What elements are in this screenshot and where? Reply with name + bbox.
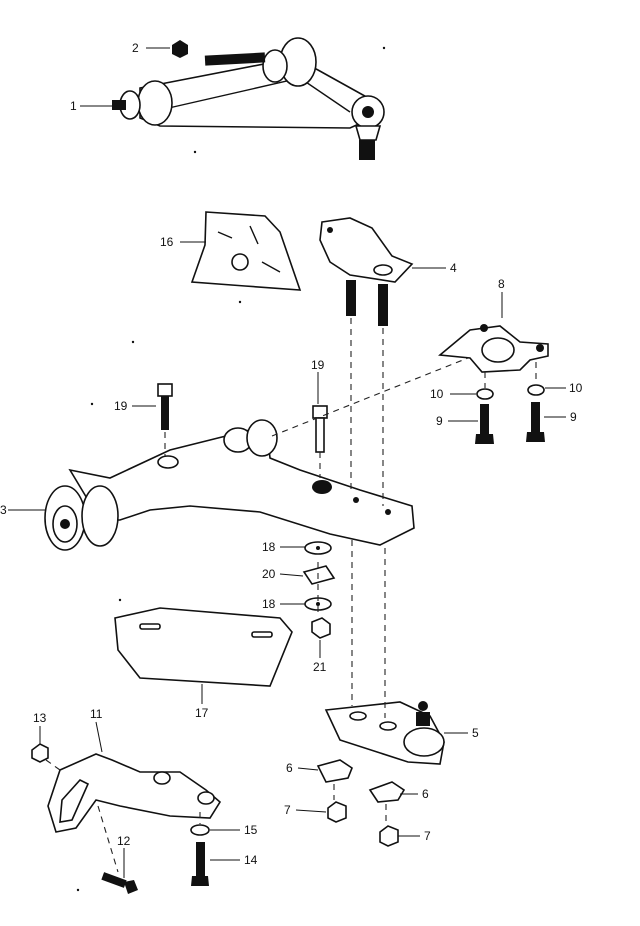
clamp-8 (438, 324, 549, 373)
callout-13: 13 (33, 711, 47, 725)
callout-7-left: 7 (284, 803, 291, 817)
bracket-4 (319, 217, 414, 326)
print-specks (76, 46, 386, 892)
mount-bracket-11 (47, 753, 222, 833)
callout-10-left: 10 (430, 387, 444, 401)
callout-5: 5 (472, 726, 479, 740)
bolt-12 (101, 872, 138, 894)
callout-9-left: 9 (436, 414, 443, 428)
callout-19-left: 19 (114, 399, 128, 413)
nut-21 (311, 617, 331, 639)
callout-2: 2 (132, 41, 139, 55)
bolt-9-left (475, 404, 494, 444)
spacer-6-right (368, 781, 406, 803)
bolt-19-right (312, 405, 328, 453)
nut-13 (31, 743, 49, 763)
callout-1: 1 (70, 99, 77, 113)
callout-17: 17 (195, 706, 209, 720)
nut-7-right (379, 825, 399, 847)
callout-6-right: 6 (422, 787, 429, 801)
callout-21: 21 (313, 660, 327, 674)
nut-7-left (327, 801, 347, 823)
callout-9-right: 9 (570, 410, 577, 424)
ball-joint-5 (324, 701, 445, 765)
leader-lines (8, 47, 566, 878)
bolt-9-right (526, 402, 545, 442)
nut-2 (172, 40, 188, 58)
upper-wishbone (112, 37, 385, 160)
callout-8: 8 (498, 277, 505, 291)
washer-18-top (304, 541, 332, 555)
washer-15 (190, 824, 210, 836)
callout-7-right: 7 (424, 829, 431, 843)
callout-4: 4 (450, 261, 457, 275)
callout-labels: 1 2 3 4 5 6 6 7 7 8 9 9 10 10 11 12 13 1… (0, 41, 583, 867)
callout-16: 16 (160, 235, 174, 249)
bolt-19-left (157, 383, 173, 430)
callout-3: 3 (0, 503, 7, 517)
callout-6-left: 6 (286, 761, 293, 775)
callout-14: 14 (244, 853, 258, 867)
callout-11: 11 (90, 707, 103, 721)
bolt-14 (191, 842, 209, 886)
shield-17 (114, 607, 293, 687)
assembly-lines (45, 318, 537, 873)
callout-12: 12 (117, 834, 131, 848)
plate-16 (190, 211, 302, 291)
callout-19-right: 19 (311, 358, 325, 372)
callout-18-top: 18 (262, 540, 276, 554)
washer-10-left (476, 388, 494, 400)
callout-20: 20 (262, 567, 276, 581)
callout-10-right: 10 (569, 381, 583, 395)
spacer-6-left (316, 759, 353, 783)
lower-wishbone (44, 419, 415, 551)
callout-15: 15 (244, 823, 258, 837)
callout-18-bottom: 18 (262, 597, 276, 611)
lock-plate-20 (302, 565, 336, 585)
washer-10-right (527, 384, 545, 396)
